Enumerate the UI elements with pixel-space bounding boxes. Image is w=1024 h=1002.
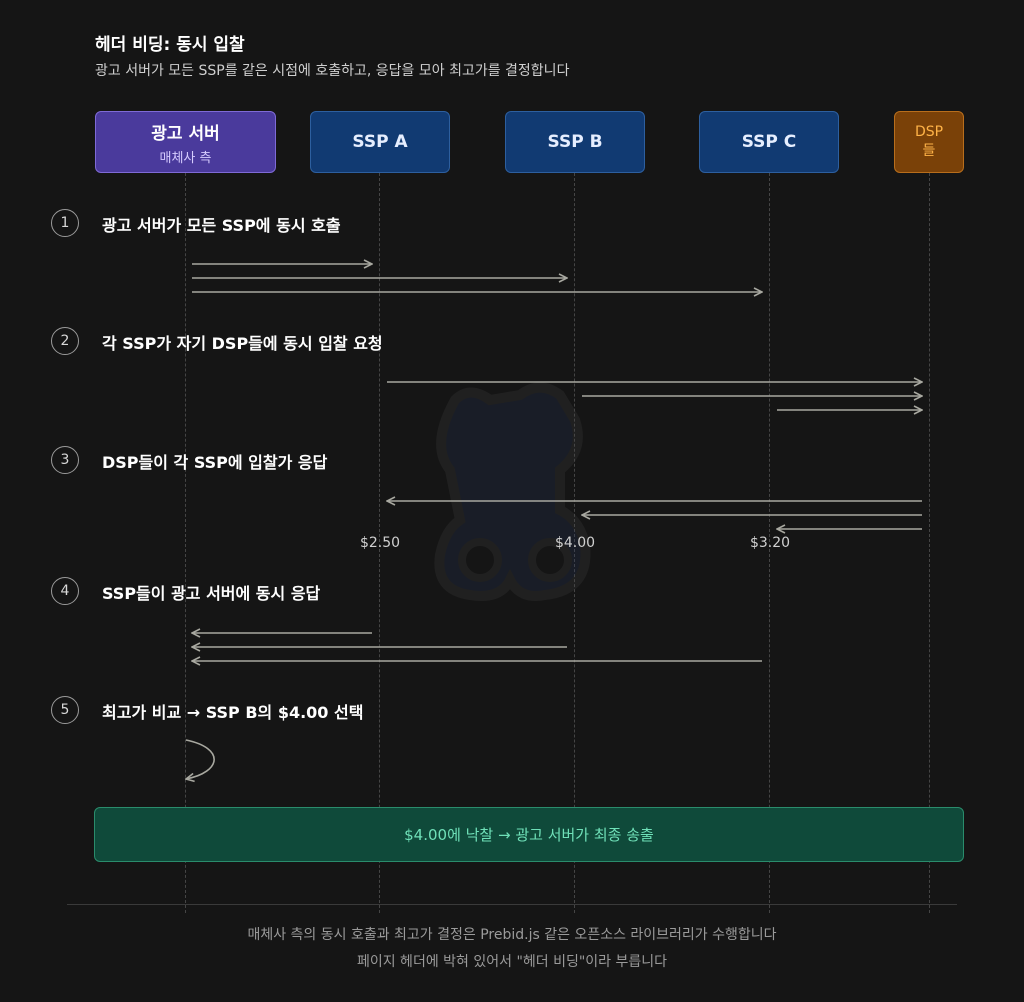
lifeline-dsp xyxy=(929,173,930,913)
footer-divider xyxy=(67,904,957,905)
actor-ssp-b-name: SSP B xyxy=(547,132,603,152)
result-text: $4.00에 낙찰 → 광고 서버가 최종 송출 xyxy=(404,826,654,844)
step-1-label: 광고 서버가 모든 SSP에 동시 호출 xyxy=(102,216,341,235)
actor-ssp-c-name: SSP C xyxy=(741,132,797,152)
result-banner: $4.00에 낙찰 → 광고 서버가 최종 송출 xyxy=(94,807,964,862)
step-5-number: 5 xyxy=(51,696,79,724)
diagram-title: 헤더 비딩: 동시 입찰 xyxy=(95,35,245,55)
lifeline-ssp-c xyxy=(769,173,770,913)
watermark-logo xyxy=(434,382,591,601)
footer-line-2: 페이지 헤더에 박혀 있어서 "헤더 비딩"이라 부릅니다 xyxy=(356,954,668,970)
bid-ssp-c: $3.20 xyxy=(749,535,791,551)
lifeline-ssp-a xyxy=(379,173,380,913)
step-2-number: 2 xyxy=(51,327,79,355)
actor-ad-server: 광고 서버 매체사 측 xyxy=(95,111,276,173)
step-5-label: 최고가 비교 → SSP B의 $4.00 선택 xyxy=(102,703,364,722)
actor-ssp-a-name: SSP A xyxy=(352,132,408,152)
step-3-label: DSP들이 각 SSP에 입찰가 응답 xyxy=(102,453,328,472)
step-4-label: SSP들이 광고 서버에 동시 응답 xyxy=(102,584,321,603)
step-2-label: 각 SSP가 자기 DSP들에 동시 입찰 요청 xyxy=(102,334,383,353)
actor-dsp: DSP 들 xyxy=(894,111,964,173)
actor-ssp-b: SSP B xyxy=(505,111,645,173)
lifeline-ad-server xyxy=(185,173,186,913)
actor-ssp-c: SSP C xyxy=(699,111,839,173)
actor-ssp-a: SSP A xyxy=(310,111,450,173)
step-3-number: 3 xyxy=(51,446,79,474)
bid-ssp-b: $4.00 xyxy=(554,535,596,551)
step-1-number: 1 xyxy=(51,209,79,237)
arrow-self-compare xyxy=(186,739,215,779)
actor-ad-server-sub: 매체사 측 xyxy=(159,150,212,166)
step-4-number: 4 xyxy=(51,577,79,605)
actor-ad-server-name: 광고 서버 xyxy=(151,123,220,144)
actor-dsp-sub: 들 xyxy=(922,143,936,159)
lifeline-ssp-b xyxy=(574,173,575,913)
actor-dsp-name: DSP xyxy=(914,124,944,140)
diagram-subtitle: 광고 서버가 모든 SSP를 같은 시점에 호출하고, 응답을 모아 최고가를 … xyxy=(95,63,570,79)
bid-ssp-a: $2.50 xyxy=(359,535,401,551)
footer-line-1: 매체사 측의 동시 호출과 최고가 결정은 Prebid.js 같은 오픈소스 … xyxy=(247,927,777,943)
